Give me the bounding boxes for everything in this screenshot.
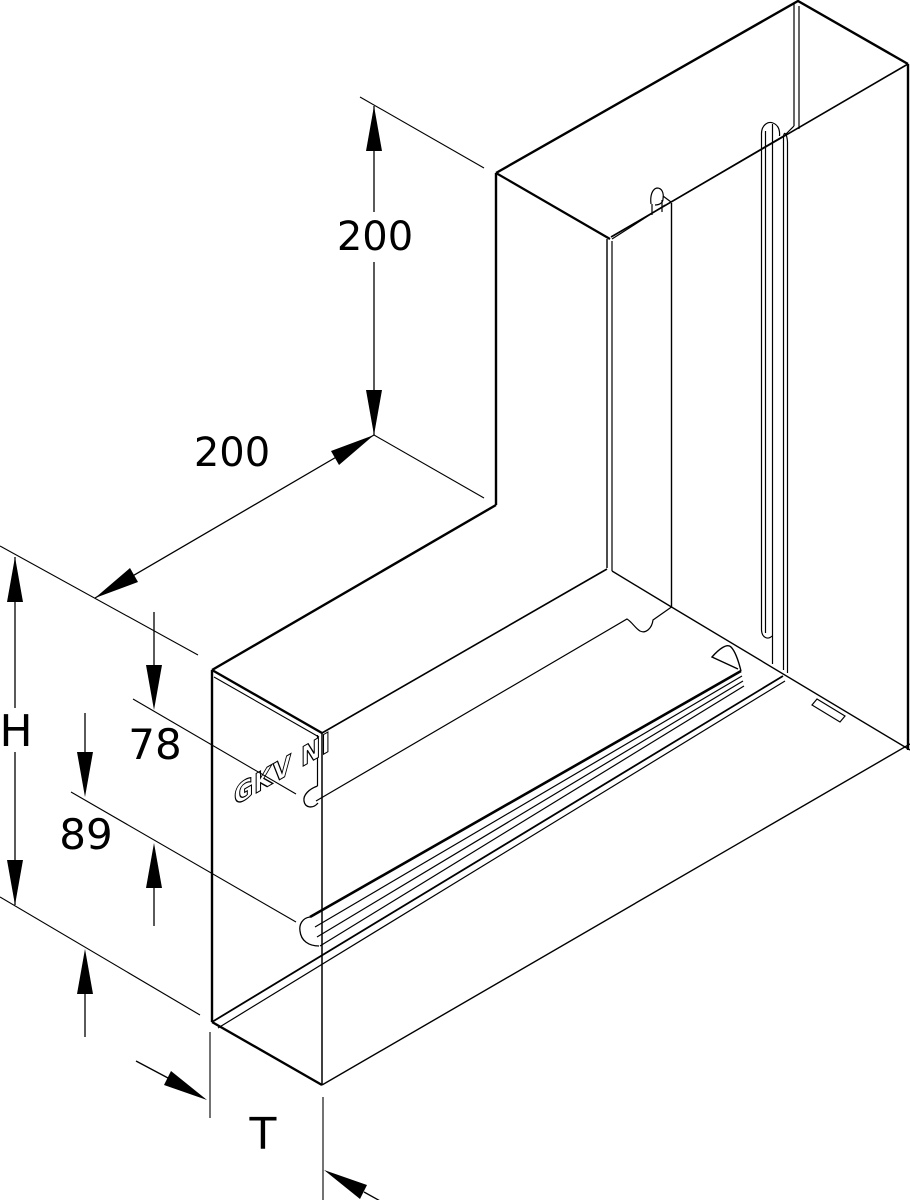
arrowhead-icon (95, 568, 138, 598)
vertical-leg-top-edges (495, 0, 909, 175)
bead-cap-fill (299, 917, 319, 946)
arrowhead-icon (164, 1071, 207, 1100)
dim-depth-t: T (135, 1032, 380, 1200)
bead-end-flick (710, 645, 742, 672)
top-lip-hook (303, 785, 319, 808)
rolled-lip-cap-2 (782, 132, 789, 143)
extension-line (70, 791, 297, 923)
top-lip-inner-edge (315, 606, 672, 802)
horizontal-top-front-edge (211, 503, 497, 672)
bead-line-3 (316, 680, 744, 938)
end-face-top-inner-line (213, 676, 320, 738)
dim-vertical-200: 200 (337, 96, 485, 499)
rolled-lip-bottom-curl (760, 629, 773, 639)
extension-line (132, 698, 297, 795)
dim-89: 89 (59, 713, 297, 1037)
apex-lip-fold (784, 125, 795, 136)
front-wall-top-edge (611, 204, 666, 240)
bead-line-4 (319, 685, 745, 947)
dim-78: 78 (128, 612, 297, 926)
extension-line (0, 896, 201, 1016)
extension-line (0, 545, 199, 656)
clip-neck (651, 195, 672, 215)
dimension-line (363, 1191, 380, 1200)
dimension-line (135, 1060, 169, 1079)
rolled-lip-cap (760, 121, 781, 137)
vertical-leg-front-top-edge (495, 172, 611, 240)
bead-rib (299, 645, 745, 947)
top-face-inner-line (612, 134, 786, 237)
bottom-front-edge-inner (217, 680, 786, 1029)
arrowhead-icon (7, 557, 23, 602)
arrowhead-icon (366, 106, 382, 151)
arrowhead-icon (324, 1170, 367, 1199)
horizontal-leg-outline (210, 503, 910, 1087)
dimension-label-89: 89 (59, 810, 112, 859)
bead-line-2 (314, 675, 743, 928)
dim-height-h: H (0, 545, 201, 1016)
dim-horizontal-200: 200 (94, 430, 375, 599)
arrowhead-icon (7, 860, 23, 905)
dimension-line (94, 434, 375, 599)
clip-icon (650, 187, 664, 206)
arrowhead-icon (331, 435, 374, 465)
miter-seam (611, 570, 910, 751)
bottom-front-edge-outer (211, 675, 784, 1023)
dimension-label-vertical-200: 200 (337, 214, 413, 260)
bead-line-top (309, 669, 742, 919)
end-face-top-edge (211, 668, 323, 735)
embossed-brand-text: GKV NI (234, 726, 331, 813)
dimension-label-depth: T (249, 1109, 277, 1160)
vertical-leg-details (606, 4, 800, 673)
extension-line (359, 96, 485, 169)
arrowhead-icon (146, 665, 162, 710)
horizontal-top-back-edge (321, 568, 608, 734)
dimension-label-horizontal-200: 200 (194, 430, 270, 476)
dimension-label-height: H (0, 706, 33, 757)
vertical-leg-outline (494, 0, 910, 750)
horizontal-leg-details (303, 570, 910, 808)
dimension-label-78: 78 (128, 720, 181, 769)
interior-bottom-line (321, 743, 910, 1086)
arrowhead-icon (146, 843, 162, 888)
extension-line (373, 434, 485, 499)
end-face-bottom-edge (211, 1020, 323, 1087)
slot-mark (811, 698, 846, 723)
bead-cap (299, 916, 320, 947)
arrowhead-icon (366, 390, 382, 435)
arrowhead-icon (77, 752, 93, 797)
arrowhead-icon (77, 949, 93, 994)
